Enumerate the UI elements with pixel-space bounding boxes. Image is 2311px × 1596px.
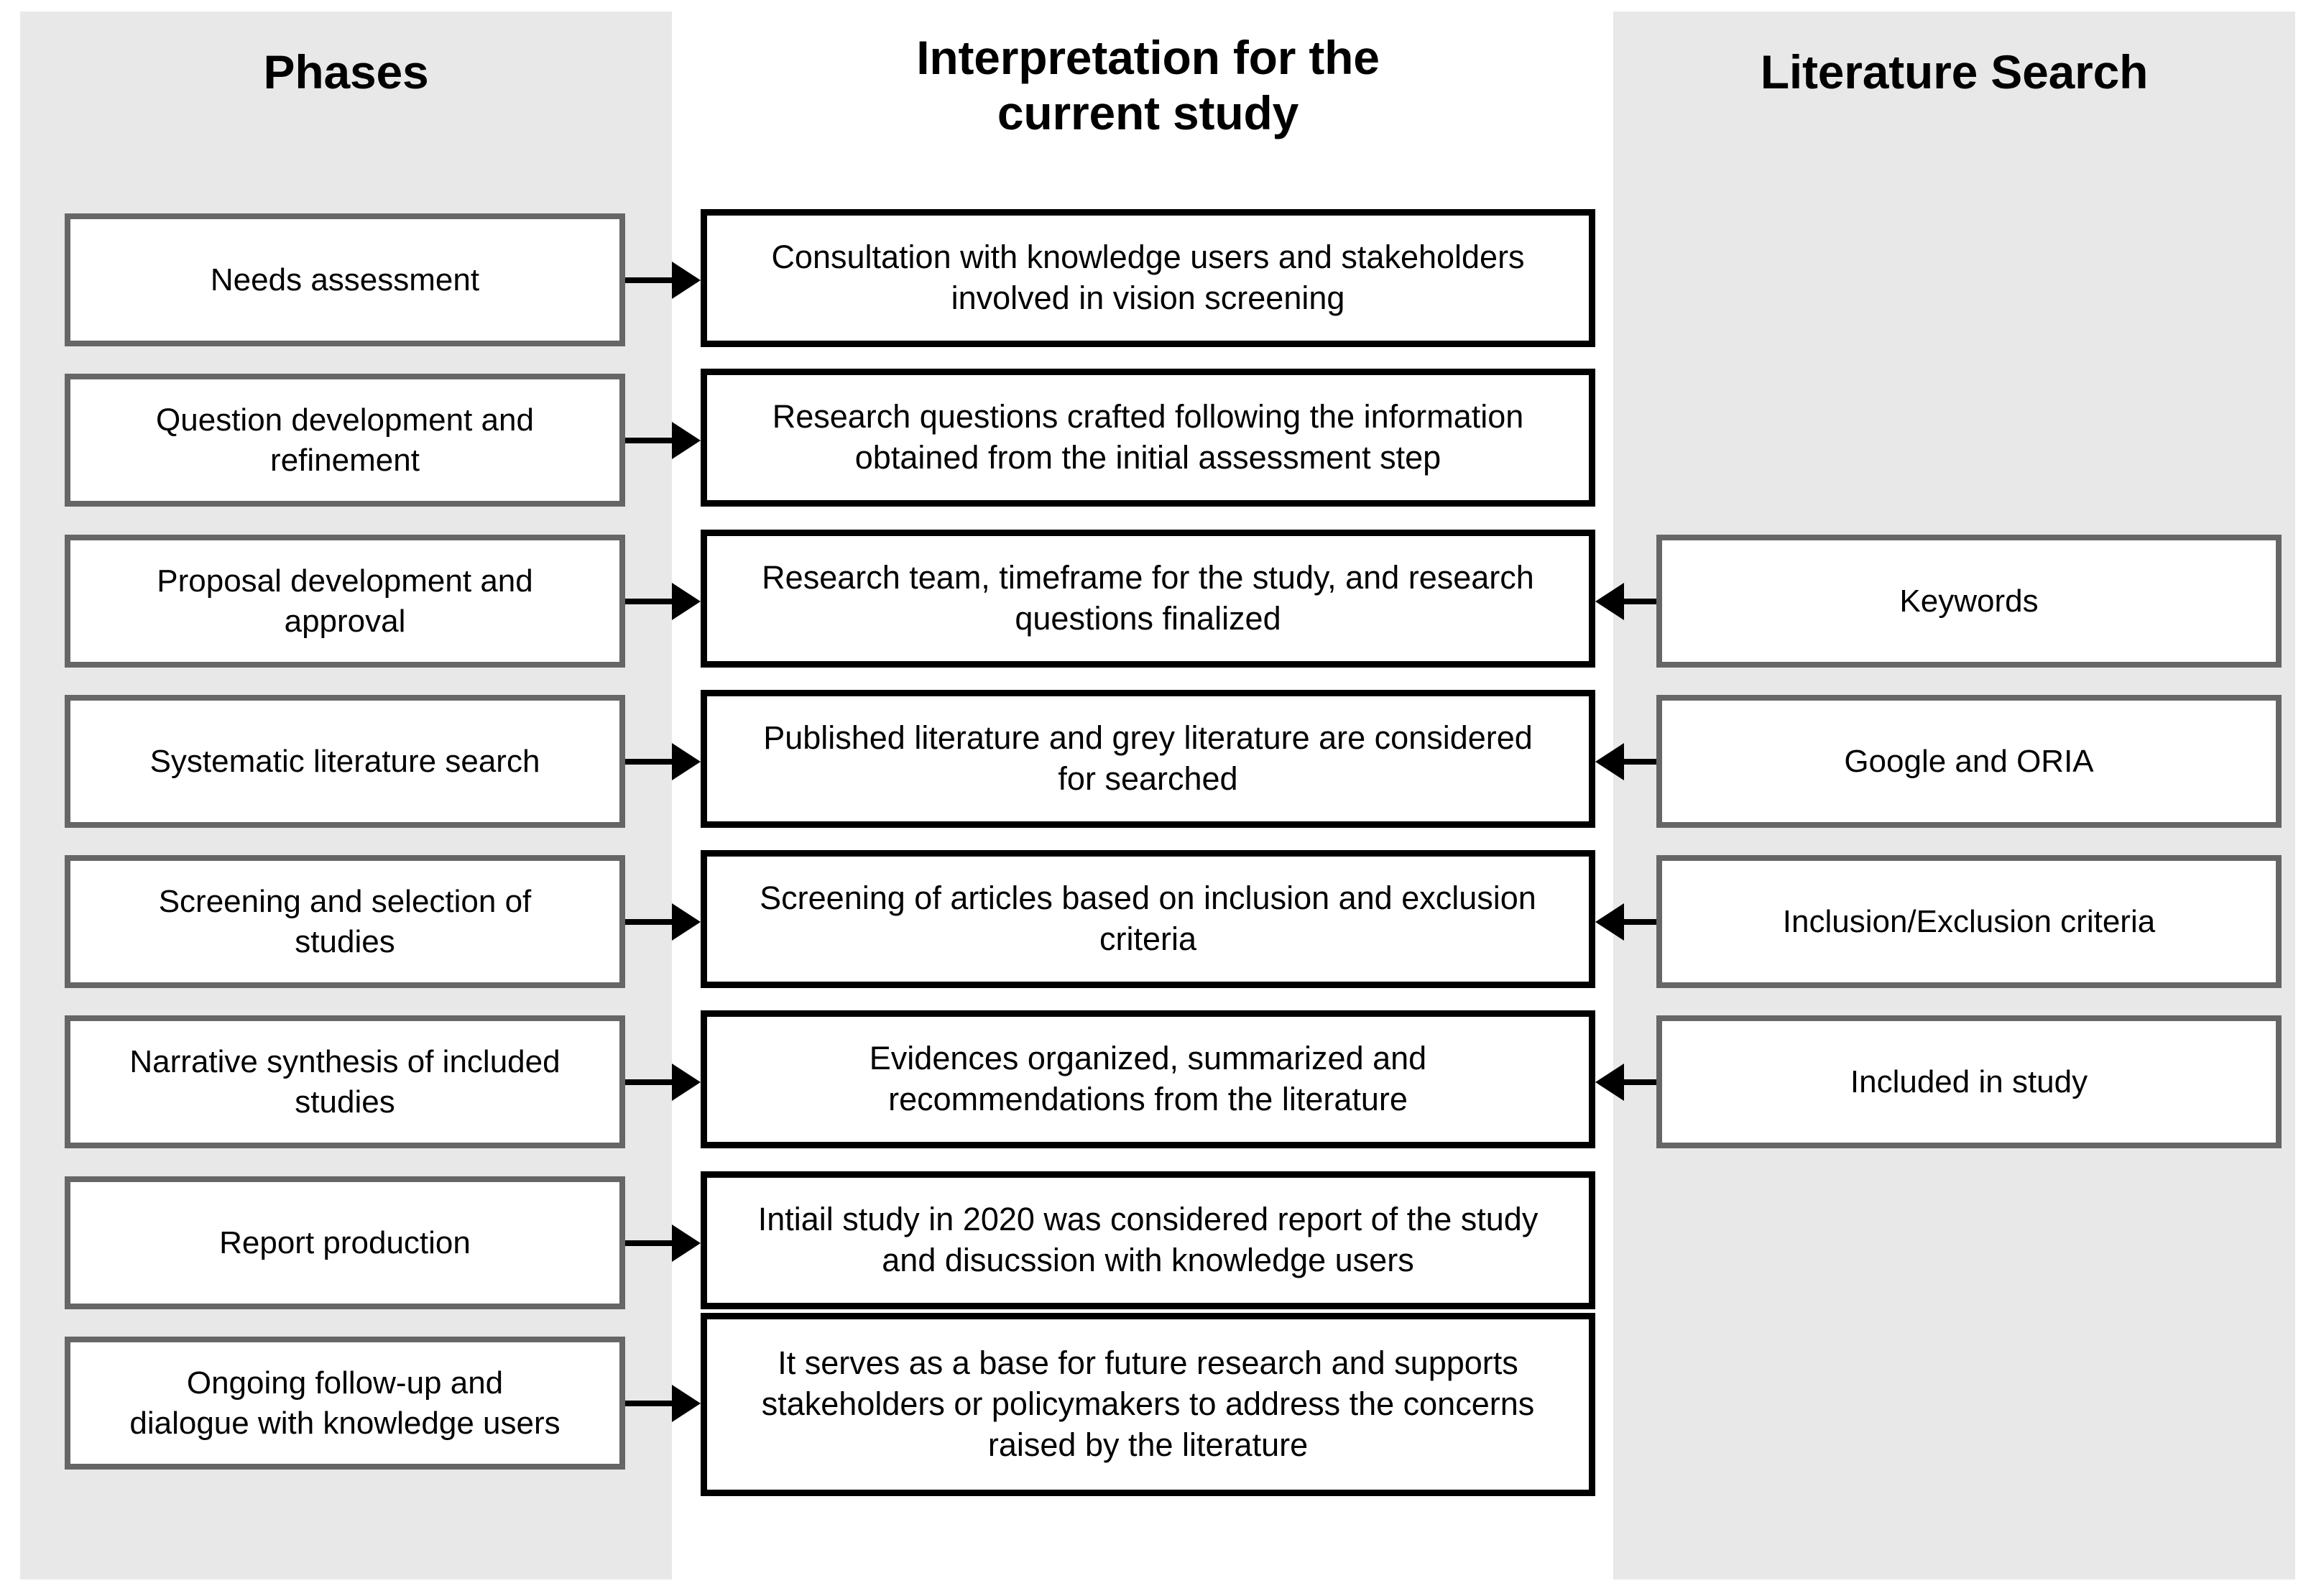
interpretation-box-5[interactable]: Screening of articles based on inclusion… xyxy=(701,850,1595,988)
arrow-head-icon xyxy=(672,261,701,299)
arrow-shaft xyxy=(625,1240,672,1246)
phase-box-label: Systematic literature search xyxy=(149,743,540,779)
phases-column-header: Phases xyxy=(263,45,429,98)
interpretation-box-7[interactable]: Intiail study in 2020 was considered rep… xyxy=(701,1171,1595,1309)
arrow-head-icon xyxy=(672,1224,701,1262)
phase-box-label: Question development and refinement xyxy=(156,402,534,478)
arrow-head-icon xyxy=(1595,903,1624,941)
interpretation-box-8[interactable]: It serves as a base for future research … xyxy=(701,1313,1595,1496)
literature-column-header: Literature Search xyxy=(1760,45,2149,98)
interpretation-box-label: Intiail study in 2020 was considered rep… xyxy=(757,1201,1539,1278)
phase-box-7[interactable]: Report production xyxy=(63,1174,627,1311)
arrow-shaft xyxy=(625,758,672,765)
arrow-shaft xyxy=(1624,598,1656,604)
arrow-shaft xyxy=(625,277,672,283)
interpretation-box-label: Published literature and grey literature… xyxy=(763,719,1533,797)
phase-box-3[interactable]: Proposal development and approval xyxy=(63,532,627,670)
literature-box-3[interactable]: Keywords xyxy=(1654,532,2284,670)
phase-box-4[interactable]: Systematic literature search xyxy=(63,693,627,830)
interpretation-box-6[interactable]: Evidences organized, summarized and reco… xyxy=(701,1010,1595,1148)
arrow-head-icon xyxy=(1595,742,1624,780)
arrow-shaft xyxy=(625,1400,672,1406)
literature-box-5[interactable]: Inclusion/Exclusion criteria xyxy=(1654,853,2284,990)
phase-box-5[interactable]: Screening and selection of studies xyxy=(63,853,627,990)
literature-box-label: Google and ORIA xyxy=(1844,743,2094,779)
arrow-shaft xyxy=(1624,758,1656,765)
arrow-shaft xyxy=(625,598,672,604)
interpretation-box-label: Consultation with knowledge users and st… xyxy=(771,239,1525,316)
phase-box-label: Report production xyxy=(219,1224,471,1260)
interpretation-box-3[interactable]: Research team, timeframe for the study, … xyxy=(701,530,1595,668)
arrow-head-icon xyxy=(672,1384,701,1422)
literature-box-label: Keywords xyxy=(1899,583,2039,619)
interpretation-box-label: It serves as a base for future research … xyxy=(761,1344,1535,1463)
interpretation-box-1[interactable]: Consultation with knowledge users and st… xyxy=(701,209,1595,347)
arrow-shaft xyxy=(625,1079,672,1085)
interpretation-box-label: Screening of articles based on inclusion… xyxy=(760,880,1536,957)
arrow-head-icon xyxy=(1595,582,1624,620)
arrow-head-icon xyxy=(1595,1063,1624,1101)
arrow-head-icon xyxy=(672,582,701,620)
arrow-head-icon xyxy=(672,903,701,941)
arrow-shaft xyxy=(625,918,672,925)
phase-box-6[interactable]: Narrative synthesis of included studies xyxy=(63,1013,627,1150)
phase-box-label: Ongoing follow-up and dialogue with know… xyxy=(129,1365,561,1441)
phase-box-label: Narrative synthesis of included studies xyxy=(129,1044,561,1120)
arrow-shaft xyxy=(625,437,672,443)
arrow-shaft xyxy=(1624,1079,1656,1085)
phase-box-label: Screening and selection of studies xyxy=(158,884,532,959)
phase-box-2[interactable]: Question development and refinement xyxy=(63,372,627,509)
interpretation-box-label: Research team, timeframe for the study, … xyxy=(762,559,1534,637)
literature-box-label: Inclusion/Exclusion criteria xyxy=(1782,903,2156,939)
arrow-head-icon xyxy=(672,1063,701,1101)
phase-box-label: Needs assessment xyxy=(210,262,480,297)
literature-box-4[interactable]: Google and ORIA xyxy=(1654,693,2284,830)
interpretation-box-2[interactable]: Research questions crafted following the… xyxy=(701,369,1595,507)
interpretation-box-label: Research questions crafted following the… xyxy=(772,398,1524,476)
interpretation-box-4[interactable]: Published literature and grey literature… xyxy=(701,690,1595,828)
phase-box-1[interactable]: Needs assessment xyxy=(63,211,627,349)
arrow-shaft xyxy=(1624,918,1656,925)
arrow-head-icon xyxy=(672,742,701,780)
phase-box-label: Proposal development and approval xyxy=(157,563,533,639)
interpretation-column-header: Interpretation for the current study xyxy=(916,31,1380,139)
phase-box-8[interactable]: Ongoing follow-up and dialogue with know… xyxy=(63,1334,627,1472)
arrow-head-icon xyxy=(672,421,701,459)
literature-box-6[interactable]: Included in study xyxy=(1654,1013,2284,1150)
interpretation-box-label: Evidences organized, summarized and reco… xyxy=(869,1040,1427,1117)
literature-box-label: Included in study xyxy=(1850,1064,2088,1099)
